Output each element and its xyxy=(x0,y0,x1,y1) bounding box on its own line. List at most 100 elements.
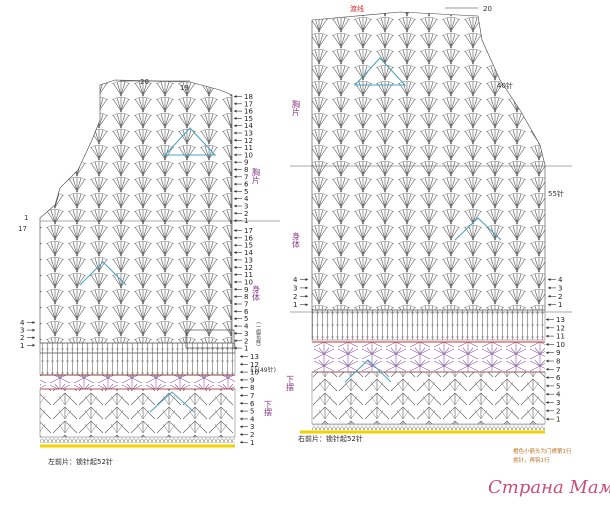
left-body-row-arrowhead xyxy=(234,265,237,269)
right-hem-row-arrowhead xyxy=(546,334,549,338)
right-body-row-arrowhead xyxy=(548,303,551,307)
left-hem-row-number: 12 xyxy=(250,361,259,369)
left-body-row-number: 16 xyxy=(244,234,253,242)
left-chest-row-number: 1 xyxy=(244,217,248,225)
left-body-row-number: 17 xyxy=(244,227,253,235)
left-chest-row-number: 10 xyxy=(244,151,253,159)
left-body-row-arrowhead xyxy=(234,258,237,262)
left-hem-row-arrowhead xyxy=(240,386,243,390)
right-label-hem: 下摆 xyxy=(286,375,295,392)
left-chest-row-number: 7 xyxy=(244,173,248,181)
right-front-panel: 渡线 20 40针 55针 胸片 身体 下摆 右前片：锁针起52针 橙色小箭头为… xyxy=(286,4,572,464)
left-hem-row-arrowhead xyxy=(240,401,243,405)
left-chest-row-number: 6 xyxy=(244,181,249,189)
left-top-stitch-20: 20 xyxy=(140,78,149,86)
left-body-row-arrowhead xyxy=(234,295,237,299)
left-chest-row-arrowhead xyxy=(234,168,237,171)
left-body-left-row-number: 2 xyxy=(20,334,24,342)
right-stitch-55: 55针 xyxy=(548,189,564,198)
right-body-left-row-arrowhead xyxy=(305,294,308,298)
right-hem-row-number: 2 xyxy=(556,407,560,415)
left-body-row-number: 8 xyxy=(244,293,248,301)
left-hem-upper xyxy=(39,352,236,376)
left-body-row-number: 12 xyxy=(244,264,253,272)
left-body-row-arrowhead xyxy=(234,280,237,284)
right-body-left-row-number: 4 xyxy=(293,276,298,284)
left-body-row-number: 13 xyxy=(244,256,253,264)
left-foundation-chain xyxy=(40,437,235,443)
left-hem-row-number: 7 xyxy=(250,392,254,400)
left-chest-row-arrowhead xyxy=(234,182,237,186)
right-body-row-number: 4 xyxy=(558,276,563,284)
right-hem-row-number: 7 xyxy=(556,366,560,374)
left-body-row-number: 2 xyxy=(244,337,248,345)
left-chest-row-arrowhead xyxy=(234,219,237,223)
right-hem-star-band xyxy=(312,342,545,372)
left-chest-row-arrowhead xyxy=(234,131,237,135)
right-caption: 右前片：锁针起52针 xyxy=(298,434,363,443)
right-panel-fan-area xyxy=(311,11,546,311)
left-body-row-number: 11 xyxy=(244,271,253,279)
left-chest-row-arrowhead xyxy=(234,175,237,179)
left-chest-row-arrowhead xyxy=(234,138,237,142)
right-body-row-number: 2 xyxy=(558,293,562,301)
right-label-body: 身体 xyxy=(292,231,301,249)
left-chest-row-number: 11 xyxy=(244,144,253,152)
left-body-row-number: 5 xyxy=(244,315,248,323)
left-hem-row-arrowhead xyxy=(240,362,243,366)
left-hem-row-number: 8 xyxy=(250,384,254,392)
right-hem-row-number: 1 xyxy=(556,416,560,424)
left-chest-row-number: 5 xyxy=(244,188,248,196)
left-hem-row-arrowhead xyxy=(240,370,243,374)
left-body-row-arrowhead xyxy=(234,251,237,255)
left-body-row-number: 7 xyxy=(244,301,248,309)
left-body-row-number: 3 xyxy=(244,330,248,338)
left-chest-row-number: 13 xyxy=(244,130,253,138)
left-hem-row-arrowhead xyxy=(240,433,243,436)
right-top-label: 渡线 xyxy=(350,4,364,13)
left-chest-row-number: 18 xyxy=(244,93,253,101)
left-hem-row-number: 13 xyxy=(250,353,259,361)
left-body-row-number: 6 xyxy=(244,308,249,316)
left-hem-row-number: 1 xyxy=(250,439,254,447)
right-note-line2: 挑针，再钩1行 xyxy=(513,456,550,464)
right-transition-band xyxy=(311,309,546,341)
left-chest-row-arrowhead xyxy=(234,102,237,106)
right-hem-row-arrowhead xyxy=(546,409,549,413)
left-body-row-arrowhead xyxy=(234,302,237,306)
right-body-left-row-number: 1 xyxy=(293,301,297,309)
left-chest-row-arrowhead xyxy=(234,160,237,164)
left-chest-row-arrowhead xyxy=(234,153,237,157)
right-hem-row-number: 3 xyxy=(556,399,560,407)
left-hem-row-number: 6 xyxy=(250,400,255,408)
right-hem-row-arrowhead xyxy=(546,359,549,363)
left-body-row-arrowhead xyxy=(234,346,237,350)
left-chest-row-number: 17 xyxy=(244,100,253,108)
right-foundation-chain xyxy=(312,424,545,430)
left-marker-1: 1 xyxy=(24,214,28,222)
left-body-row-arrowhead xyxy=(234,331,237,335)
left-body-left-row-arrowhead xyxy=(32,328,35,332)
left-label-chest: 胸片 xyxy=(252,167,261,185)
left-body-motif xyxy=(79,261,127,286)
left-body-left-row-arrowhead xyxy=(32,343,35,347)
left-hem-row-number: 4 xyxy=(250,415,255,423)
watermark: Страна Мам xyxy=(488,477,610,498)
left-marker-17: 17 xyxy=(18,225,27,233)
right-top-stitch-20: 20 xyxy=(483,5,492,13)
left-hem-row-arrowhead xyxy=(240,394,243,397)
left-body-row-arrowhead xyxy=(234,236,237,240)
left-label-body: 身体 xyxy=(252,284,261,302)
left-body-row-arrowhead xyxy=(234,309,237,313)
left-hem-row-arrowhead xyxy=(240,409,243,413)
right-hem-row-number: 10 xyxy=(556,341,565,349)
left-body-row-number: 14 xyxy=(244,249,253,257)
left-body-left-row-arrowhead xyxy=(32,321,35,324)
right-body-left-row-arrowhead xyxy=(305,278,308,281)
right-hem-row-arrowhead xyxy=(546,318,549,321)
right-hem-row-number: 9 xyxy=(556,349,560,357)
left-chest-row-arrowhead xyxy=(234,204,237,208)
